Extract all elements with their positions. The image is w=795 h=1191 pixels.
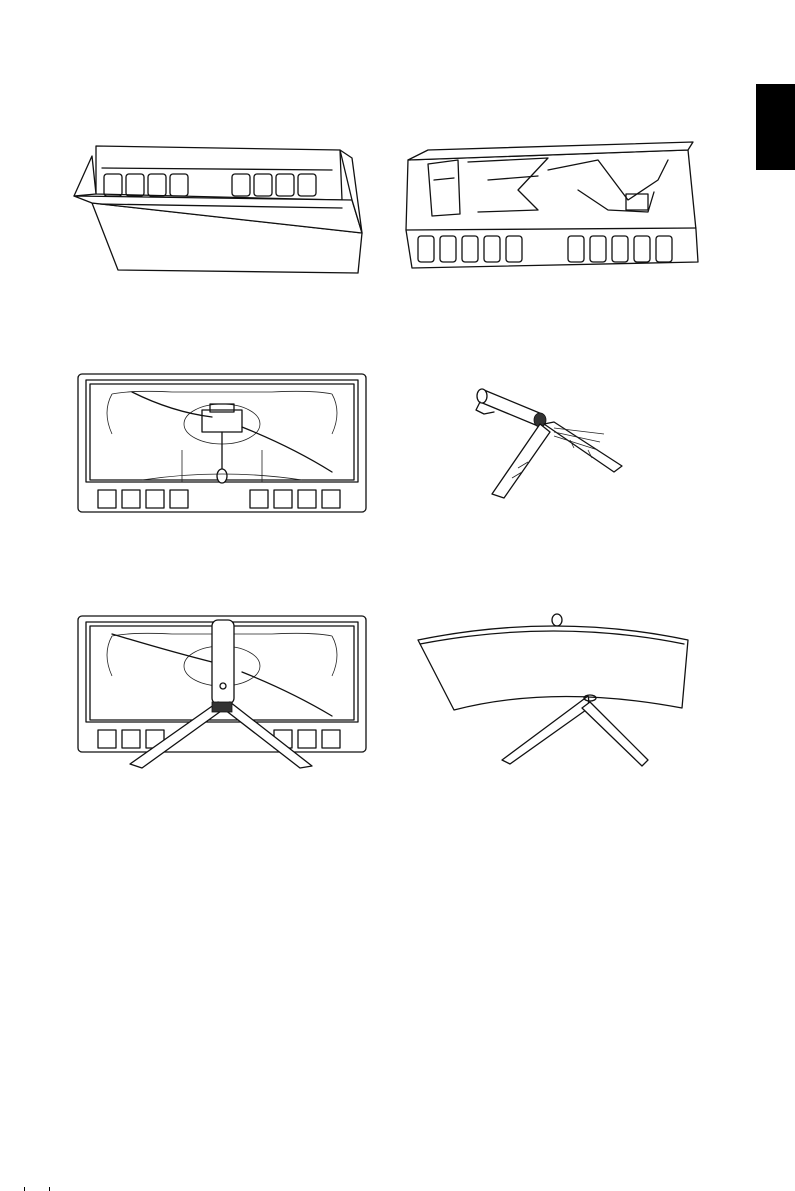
step-4-stand-assembly-illustration [470, 380, 630, 505]
section-tab [756, 84, 795, 170]
step-3-monitor-back-illustration [72, 372, 372, 517]
step-1-open-box-illustration [62, 138, 382, 278]
step-5-attach-stand-illustration [72, 612, 372, 772]
step-2-foam-tray-illustration [398, 140, 708, 280]
crop-mark [24, 1187, 25, 1191]
step-6-assembled-monitor-illustration [410, 610, 700, 770]
crop-mark [49, 1187, 50, 1191]
